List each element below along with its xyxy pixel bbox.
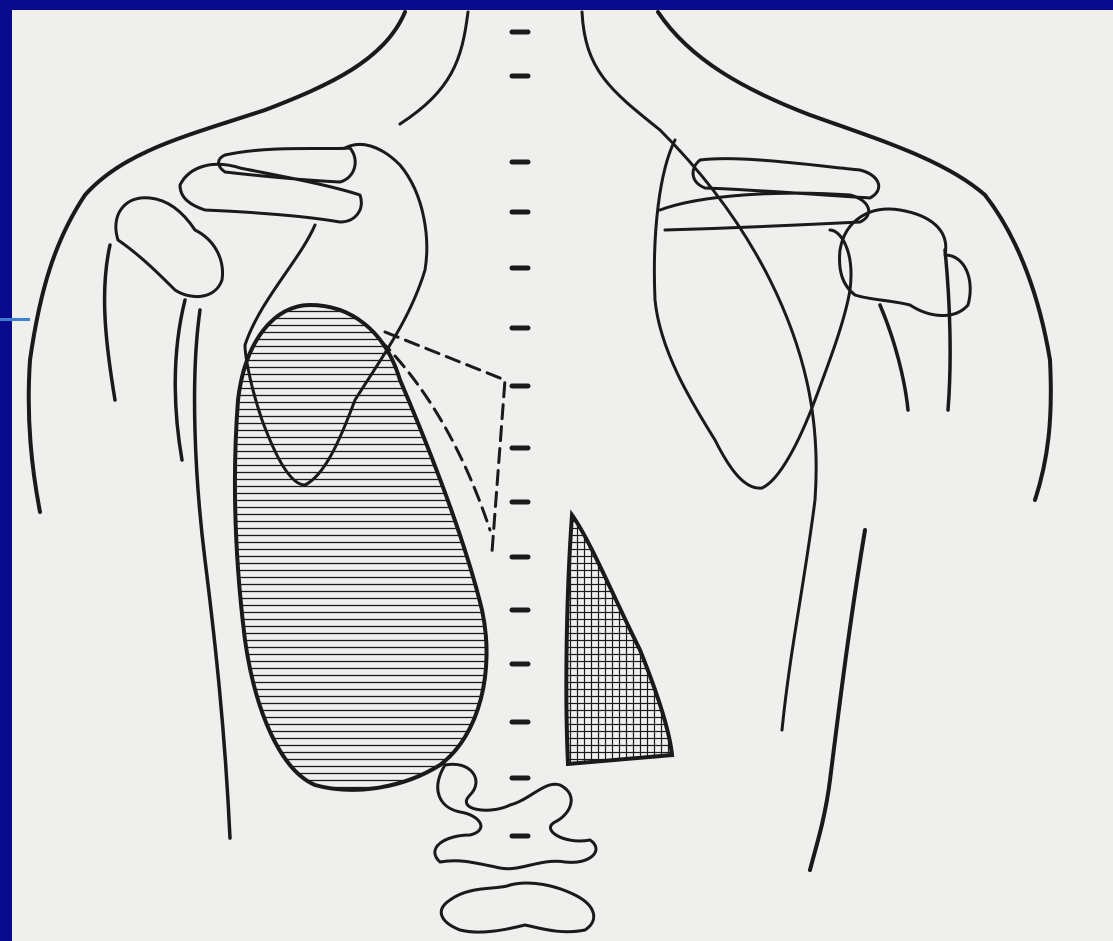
- sacrum-lower: [441, 883, 593, 932]
- left-acromion: [180, 164, 361, 222]
- spine-markers: [512, 32, 528, 836]
- left-flank: [195, 310, 230, 838]
- left-arm-inner: [175, 300, 185, 460]
- right-crosshatched-region: [566, 515, 672, 764]
- right-acromion: [660, 193, 869, 230]
- left-humeral-head: [116, 198, 223, 297]
- right-arm-inner-2: [880, 305, 908, 410]
- left-hatched-region: [235, 305, 487, 790]
- right-neck-shoulder-outline: [658, 12, 1051, 500]
- left-arm-outer: [105, 245, 115, 400]
- right-flank: [810, 530, 865, 870]
- right-arm-inner: [945, 250, 950, 410]
- right-humeral-head: [840, 209, 971, 315]
- neck-left-line: [400, 12, 468, 124]
